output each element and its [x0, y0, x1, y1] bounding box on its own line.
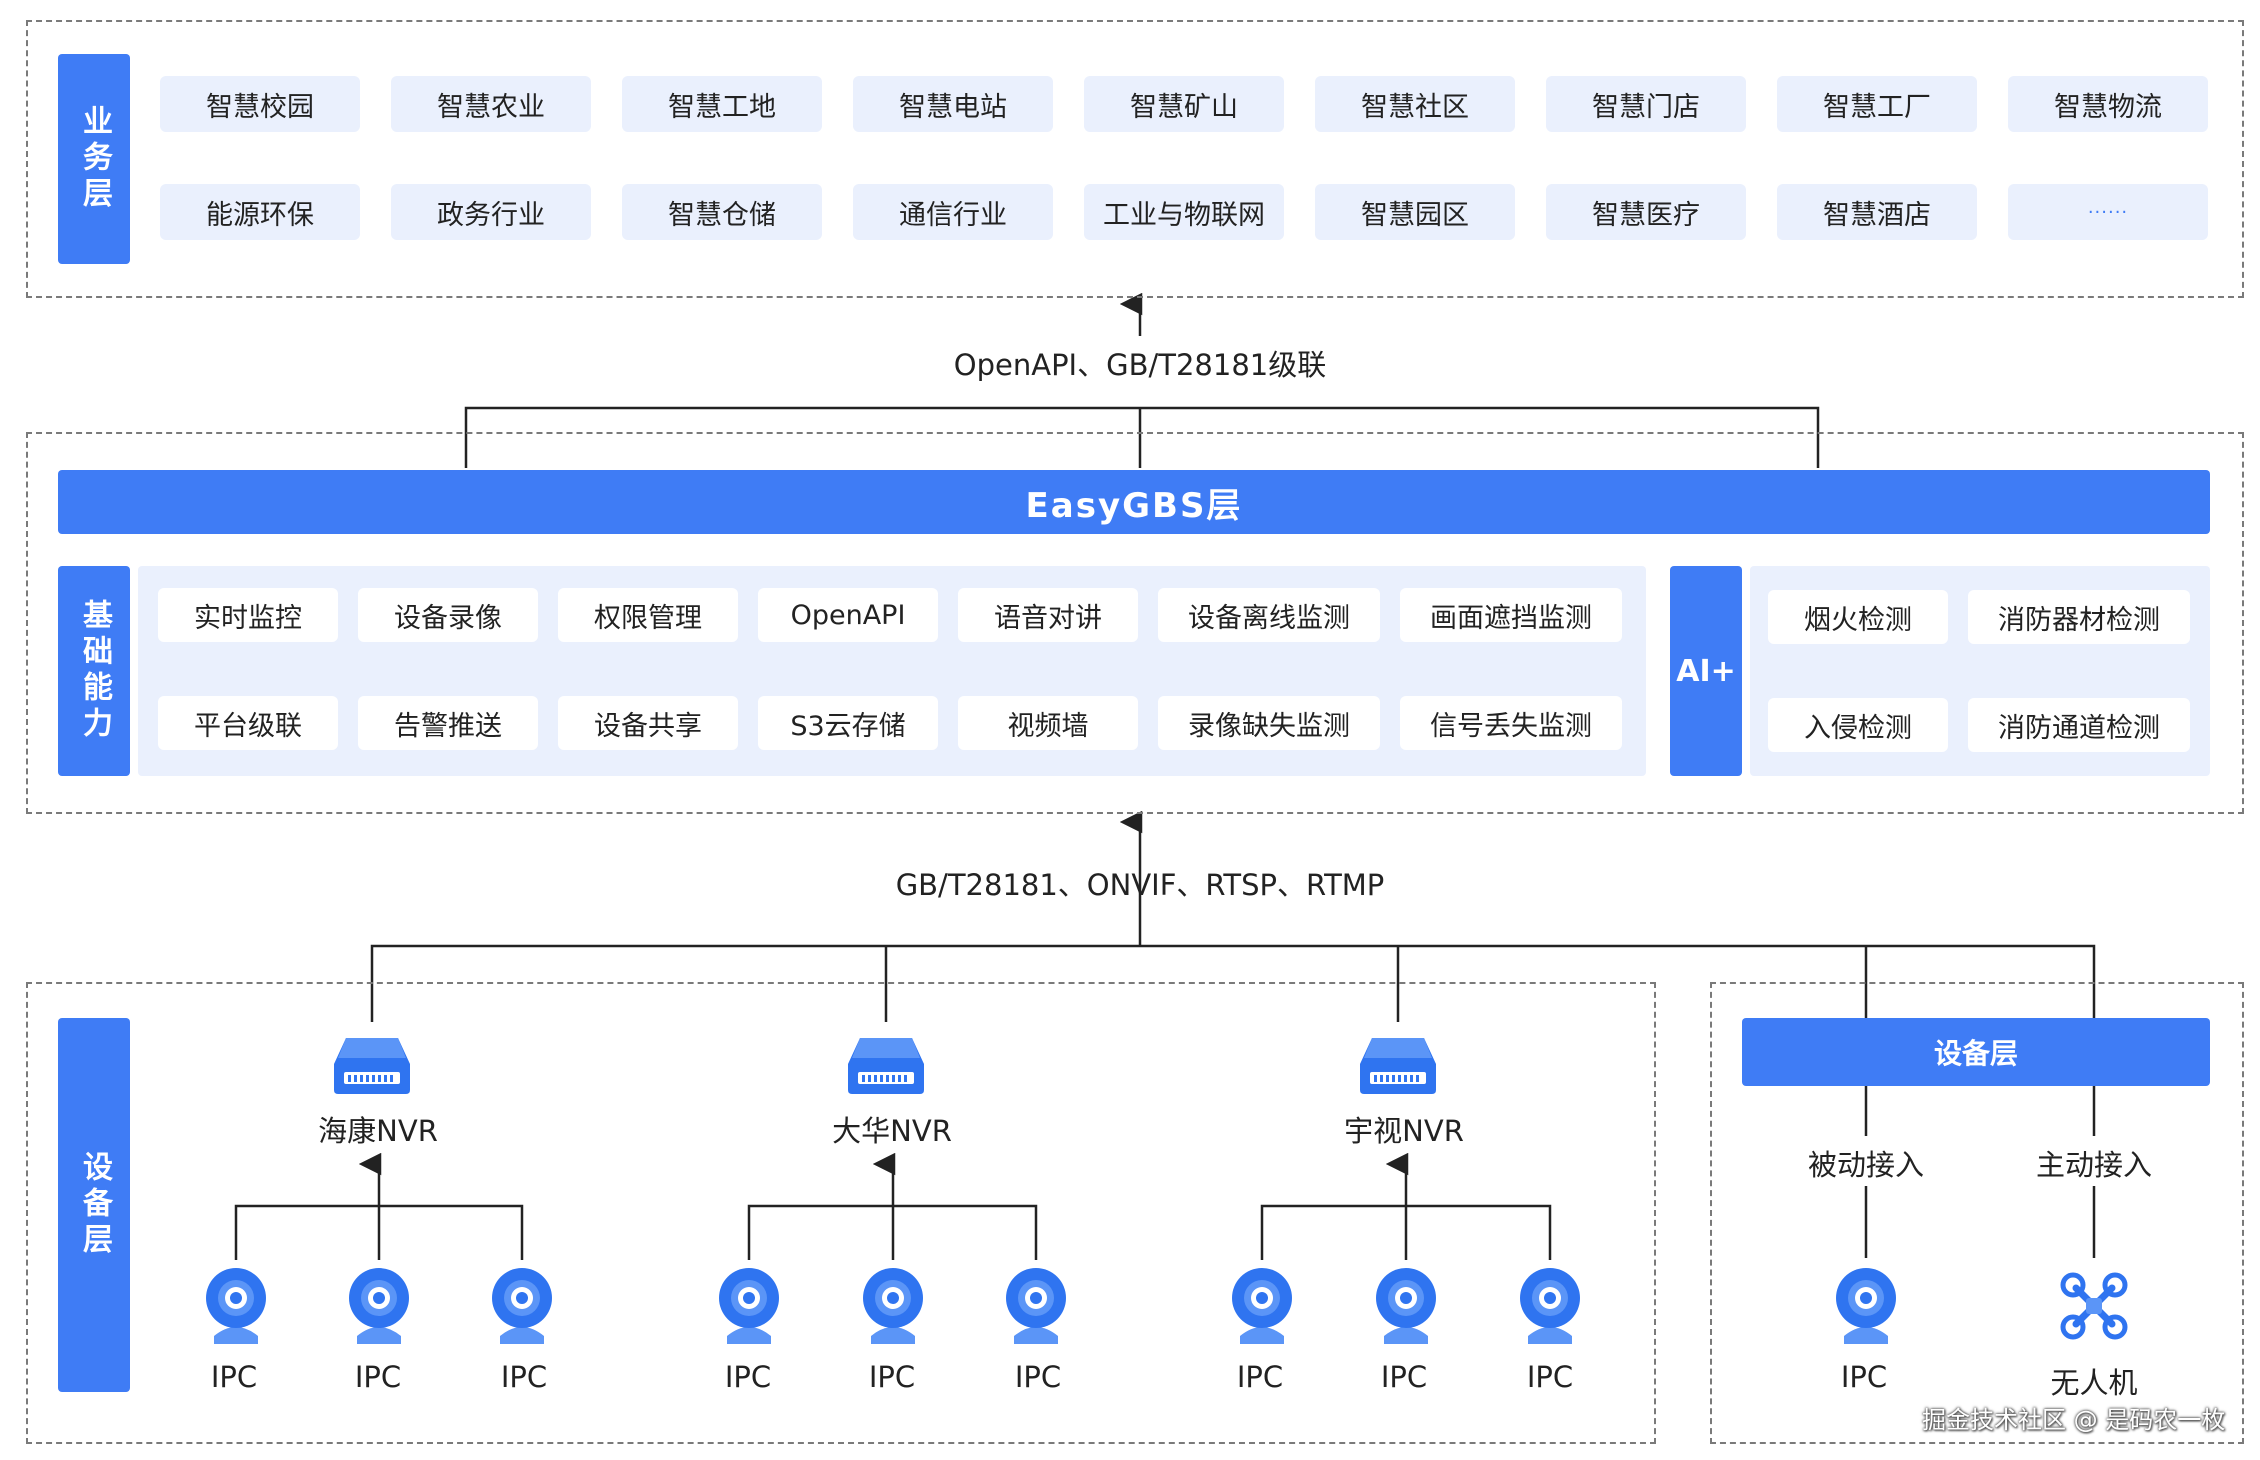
basic-chip: 语音对讲 — [958, 588, 1138, 642]
ipc-camera-icon — [719, 1268, 779, 1344]
basic-chip: 设备离线监测 — [1158, 588, 1380, 642]
basic-chip: 视频墙 — [958, 696, 1138, 750]
ipc-label: IPC — [1236, 1360, 1284, 1394]
upper-protocols-label: OpenAPI、GB/T28181级联 — [953, 348, 1327, 382]
business-chip: 智慧校园 — [160, 76, 360, 132]
business-chip: 智慧物流 — [2008, 76, 2208, 132]
ipc-label: IPC — [868, 1360, 916, 1394]
ipc-label: IPC — [724, 1360, 772, 1394]
basic-chip: 设备共享 — [558, 696, 738, 750]
business-chip: 通信行业 — [853, 184, 1053, 240]
ipc-label: IPC — [1014, 1360, 1062, 1394]
business-chip: 政务行业 — [391, 184, 591, 240]
ipc-camera-icon — [1232, 1268, 1292, 1344]
business-chip: 智慧酒店 — [1777, 184, 1977, 240]
easygbs-title-bar: EasyGBS层 — [58, 470, 2210, 534]
device-layer-box — [26, 982, 1656, 1444]
basic-chip: 信号丢失监测 — [1400, 696, 1622, 750]
business-layer-box — [26, 20, 2244, 298]
lower-protocols-label: GB/T28181、ONVIF、RTSP、RTMP — [895, 868, 1385, 902]
watermark-text: 掘金技术社区 @ 是码农一枚 — [1922, 1406, 2226, 1434]
ipc-camera-icon — [492, 1268, 552, 1344]
passive-access-label: 被动接入 — [1807, 1148, 1925, 1182]
business-chip: 工业与物联网 — [1084, 184, 1284, 240]
business-chip: 智慧园区 — [1315, 184, 1515, 240]
ipc-camera-icon — [1376, 1268, 1436, 1344]
basic-chip: 画面遮挡监测 — [1400, 588, 1622, 642]
ai-chip: 入侵检测 — [1768, 698, 1948, 752]
ipc-label: IPC — [1526, 1360, 1574, 1394]
ipc-camera-icon — [1520, 1268, 1580, 1344]
business-chip: 智慧仓储 — [622, 184, 822, 240]
nvr-label: 大华NVR — [832, 1114, 952, 1148]
active-access-label: 主动接入 — [2035, 1148, 2153, 1182]
basic-chip: S3云存储 — [758, 696, 938, 750]
business-chip: 智慧电站 — [853, 76, 1053, 132]
business-chip: 智慧矿山 — [1084, 76, 1284, 132]
basic-chip: 设备录像 — [358, 588, 538, 642]
device-layer-right-box — [1710, 982, 2244, 1444]
basic-capability-label: 基础能力 — [58, 566, 130, 776]
business-chip: 智慧工地 — [622, 76, 822, 132]
business-layer-label: 业务层 — [58, 54, 130, 264]
ipc-camera-icon — [349, 1268, 409, 1344]
ipc-label: IPC — [500, 1360, 548, 1394]
business-chip: 智慧工厂 — [1777, 76, 1977, 132]
nvr-icon — [1360, 1038, 1436, 1094]
basic-chip: 告警推送 — [358, 696, 538, 750]
ipc-camera-icon — [1006, 1268, 1066, 1344]
ai-plus-label: AI+ — [1670, 566, 1742, 776]
nvr-label: 宇视NVR — [1344, 1114, 1464, 1148]
ipc-camera-icon — [206, 1268, 266, 1344]
basic-chip: 平台级联 — [158, 696, 338, 750]
nvr-icon — [848, 1038, 924, 1094]
drone-label: 无人机 — [2050, 1366, 2138, 1400]
basic-chip: 权限管理 — [558, 588, 738, 642]
ipc-label: IPC — [354, 1360, 402, 1394]
ipc-label: IPC — [1840, 1360, 1888, 1394]
business-chip-more: ······ — [2008, 184, 2208, 240]
basic-chip: 实时监控 — [158, 588, 338, 642]
ipc-label: IPC — [210, 1360, 258, 1394]
easygbs-layer-box — [26, 432, 2244, 814]
drone-icon — [2060, 1272, 2128, 1340]
basic-chip: 录像缺失监测 — [1158, 696, 1380, 750]
business-chip: 智慧农业 — [391, 76, 591, 132]
ipc-camera-icon — [863, 1268, 923, 1344]
ipc-label: IPC — [1380, 1360, 1428, 1394]
device-layer-right-title: 设备层 — [1742, 1018, 2210, 1086]
device-layer-label: 设备层 — [58, 1018, 130, 1392]
business-chip: 智慧医疗 — [1546, 184, 1746, 240]
basic-chip: OpenAPI — [758, 588, 938, 642]
ai-chip: 消防器材检测 — [1968, 590, 2190, 644]
business-chip: 智慧社区 — [1315, 76, 1515, 132]
ai-chip: 烟火检测 — [1768, 590, 1948, 644]
ai-chip: 消防通道检测 — [1968, 698, 2190, 752]
business-chip: 能源环保 — [160, 184, 360, 240]
nvr-icon — [334, 1038, 410, 1094]
nvr-label: 海康NVR — [318, 1114, 438, 1148]
business-chip: 智慧门店 — [1546, 76, 1746, 132]
ipc-camera-icon — [1836, 1268, 1896, 1344]
